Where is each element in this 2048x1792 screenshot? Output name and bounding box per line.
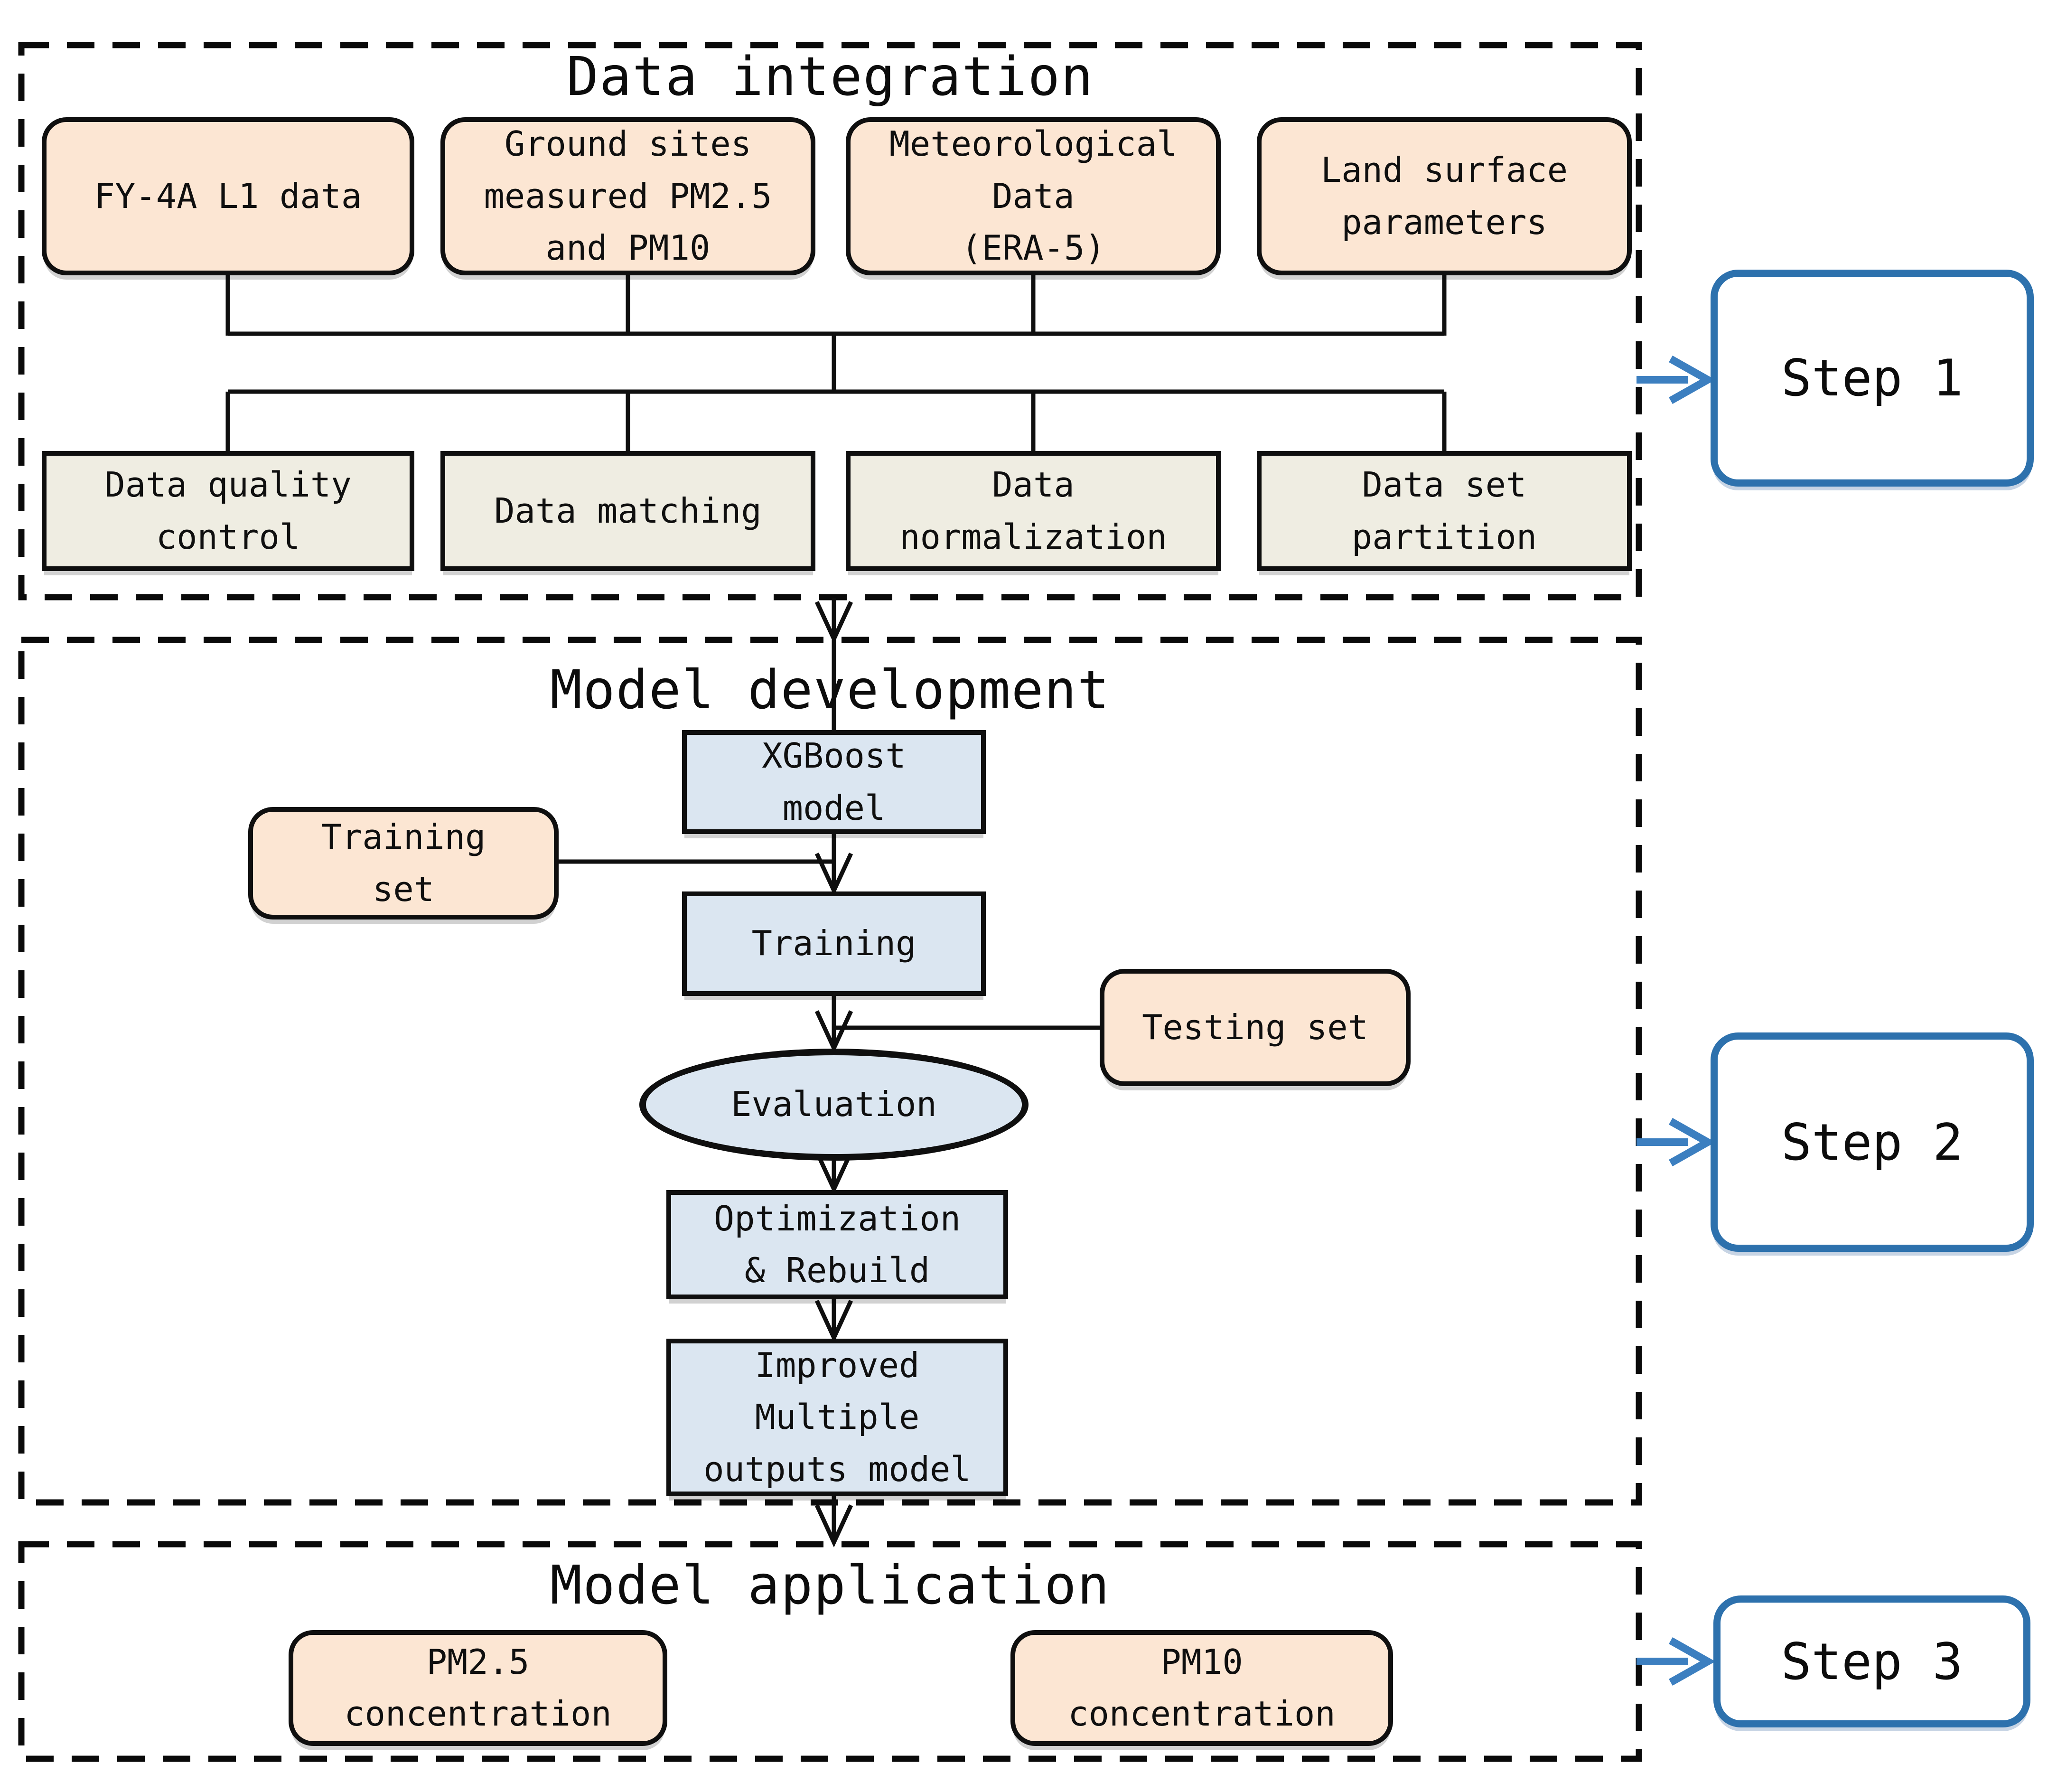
step2-arrow — [1637, 1118, 1716, 1166]
node-training-set: Training set — [248, 807, 559, 919]
step3-arrow — [1637, 1637, 1716, 1686]
node-improved-multiple-outputs-model: Improved Multiple outputs model — [666, 1339, 1008, 1496]
source-box-fy4a-l1-data: FY-4A L1 data — [42, 117, 414, 275]
node-label: Improved Multiple outputs model — [703, 1345, 971, 1489]
process-box-label: Data matching — [494, 490, 762, 531]
process-box-label: Data normalization — [899, 465, 1167, 557]
node-optimization-rebuild: Optimization & Rebuild — [666, 1190, 1008, 1299]
process-box-label: Data quality control — [104, 465, 352, 557]
output-box-pm10-concentration: PM10 concentration — [1010, 1630, 1393, 1746]
step2-badge: Step 2 — [1711, 1032, 2034, 1252]
section-border-data-integration — [18, 42, 1642, 600]
process-box-data-quality-control: Data quality control — [42, 451, 414, 571]
node-xgboost-model: XGBoost model — [682, 730, 986, 834]
arrow-evaluation-to-optimization — [814, 1151, 853, 1194]
node-evaluation: Evaluation — [639, 1049, 1029, 1161]
node-label: XGBoost model — [762, 736, 906, 828]
node-testing-set: Testing set — [1100, 969, 1411, 1086]
source-box-ground-sites: Ground sites measured PM2.5 and PM10 — [440, 117, 815, 275]
step3-badge: Step 3 — [1713, 1595, 2030, 1727]
bus-connectors — [225, 273, 1447, 453]
process-box-data-matching: Data matching — [440, 451, 815, 571]
section-border-model-application — [18, 1541, 1642, 1762]
node-label: Optimization & Rebuild — [713, 1198, 961, 1290]
step1-badge: Step 1 — [1711, 270, 2034, 487]
node-label: Training — [751, 923, 916, 964]
source-box-meteorological-data: Meteorological Data (ERA-5) — [846, 117, 1221, 275]
arrow-integration-to-development — [814, 598, 853, 731]
section-title-data-integration: Data integration — [566, 46, 1094, 108]
node-training: Training — [682, 891, 986, 996]
source-box-label: Land surface parameters — [1320, 150, 1568, 242]
arrow-xgboost-to-training — [559, 834, 853, 896]
step3-label: Step 3 — [1781, 1632, 1963, 1691]
node-label: Testing set — [1142, 1007, 1368, 1047]
source-box-label: Ground sites measured PM2.5 and PM10 — [484, 124, 772, 268]
process-box-data-set-partition: Data set partition — [1257, 451, 1632, 571]
step2-label: Step 2 — [1781, 1113, 1963, 1172]
section-title-model-development: Model development — [550, 659, 1111, 721]
source-box-label: Meteorological Data (ERA-5) — [889, 124, 1178, 268]
arrow-training-to-evaluation — [814, 996, 1100, 1053]
arrow-development-to-application — [814, 1495, 853, 1548]
output-box-label: PM2.5 concentration — [344, 1642, 612, 1734]
arrow-optimization-to-improved — [814, 1299, 853, 1343]
node-label: Evaluation — [731, 1084, 937, 1125]
process-box-label: Data set partition — [1351, 465, 1537, 557]
section-border-model-development — [18, 637, 1642, 1506]
output-box-label: PM10 concentration — [1068, 1642, 1336, 1734]
node-label: Training set — [321, 817, 486, 909]
source-box-label: FY-4A L1 data — [94, 176, 362, 216]
step-arrows — [1637, 356, 1716, 1686]
process-box-data-normalization: Data normalization — [846, 451, 1221, 571]
output-box-pm25-concentration: PM2.5 concentration — [289, 1630, 667, 1746]
section-title-model-application: Model application — [550, 1555, 1111, 1616]
step1-arrow — [1637, 356, 1716, 404]
step1-label: Step 1 — [1781, 349, 1963, 407]
source-box-land-surface-parameters: Land surface parameters — [1257, 117, 1632, 275]
